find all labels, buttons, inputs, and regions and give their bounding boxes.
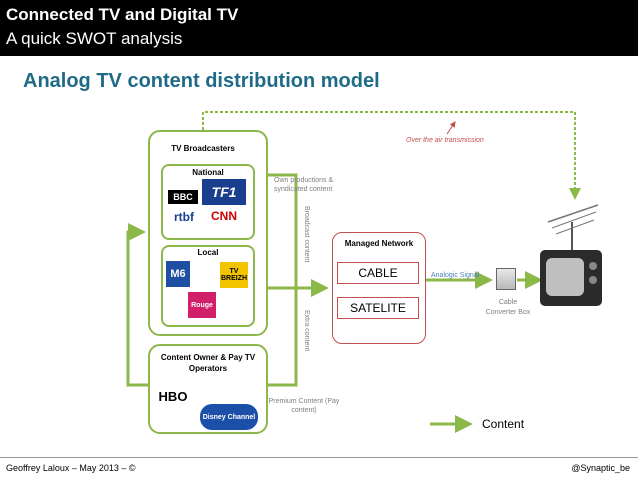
slide-title: Analog TV content distribution model [23, 70, 380, 92]
converter-box-icon [496, 268, 516, 290]
premium-content-text: Premium Content (Pay content) [268, 398, 340, 414]
national-group [161, 164, 255, 240]
cable-converter-text: Cable Converter Box [485, 299, 531, 316]
tv-broadcasters-box [148, 130, 268, 336]
m6-logo: M6 [166, 261, 190, 287]
premium-content-line [268, 288, 298, 387]
broadcast-content-text: Broadcast content [303, 206, 310, 263]
tv-breizh-logo: TV BREIZH [220, 262, 248, 288]
footer: Geoffrey Laloux – May 2013 – © @Synaptic… [0, 457, 638, 480]
footer-handle: @Synaptic_be [571, 463, 630, 473]
deck-title: Connected TV and Digital TV [6, 5, 239, 24]
footer-author: Geoffrey Laloux – May 2013 – © [6, 463, 136, 473]
over-the-air-text: Over the air transmission [406, 137, 484, 144]
content-owner-box [148, 344, 268, 434]
tv-set-icon [540, 250, 602, 306]
legend-content-label: Content [482, 417, 525, 431]
bbc-logo: BBC [168, 190, 198, 204]
own-productions-text: Own productions & syndicated content [274, 177, 334, 193]
left-loop-path [126, 223, 148, 387]
cable-box: CABLE [337, 262, 419, 284]
cnn-logo: CNN [211, 209, 237, 223]
local-label: Local [197, 248, 219, 257]
over-the-air-pointer [446, 121, 456, 135]
tf1-logo: TF1 [202, 179, 246, 205]
hbo-logo: HBO [158, 388, 188, 404]
own-productions-line [268, 173, 298, 288]
deck-subtitle: A quick SWOT analysis [6, 29, 183, 48]
local-channel-logo: Rouge [188, 292, 216, 318]
local-group [161, 245, 255, 327]
content-owner-title: Content Owner & Pay TV Operators [160, 353, 256, 373]
antenna-icon [547, 204, 599, 252]
extra-content-text: Extra content [303, 310, 310, 352]
satelite-box: SATELITE [337, 297, 419, 319]
national-label: National [192, 168, 224, 177]
managed-network-title: Managed Network [344, 239, 414, 248]
rtbf-logo: rtbf [174, 210, 194, 224]
disney-channel-logo: Disney Channel [200, 404, 258, 430]
managed-network-box [332, 232, 426, 344]
tv-broadcasters-title: TV Broadcasters [171, 144, 235, 153]
over-the-air-path [202, 111, 581, 200]
header-bar: Connected TV and Digital TV A quick SWOT… [0, 0, 638, 56]
analogic-signal-text: Analogic Signal [431, 272, 480, 279]
